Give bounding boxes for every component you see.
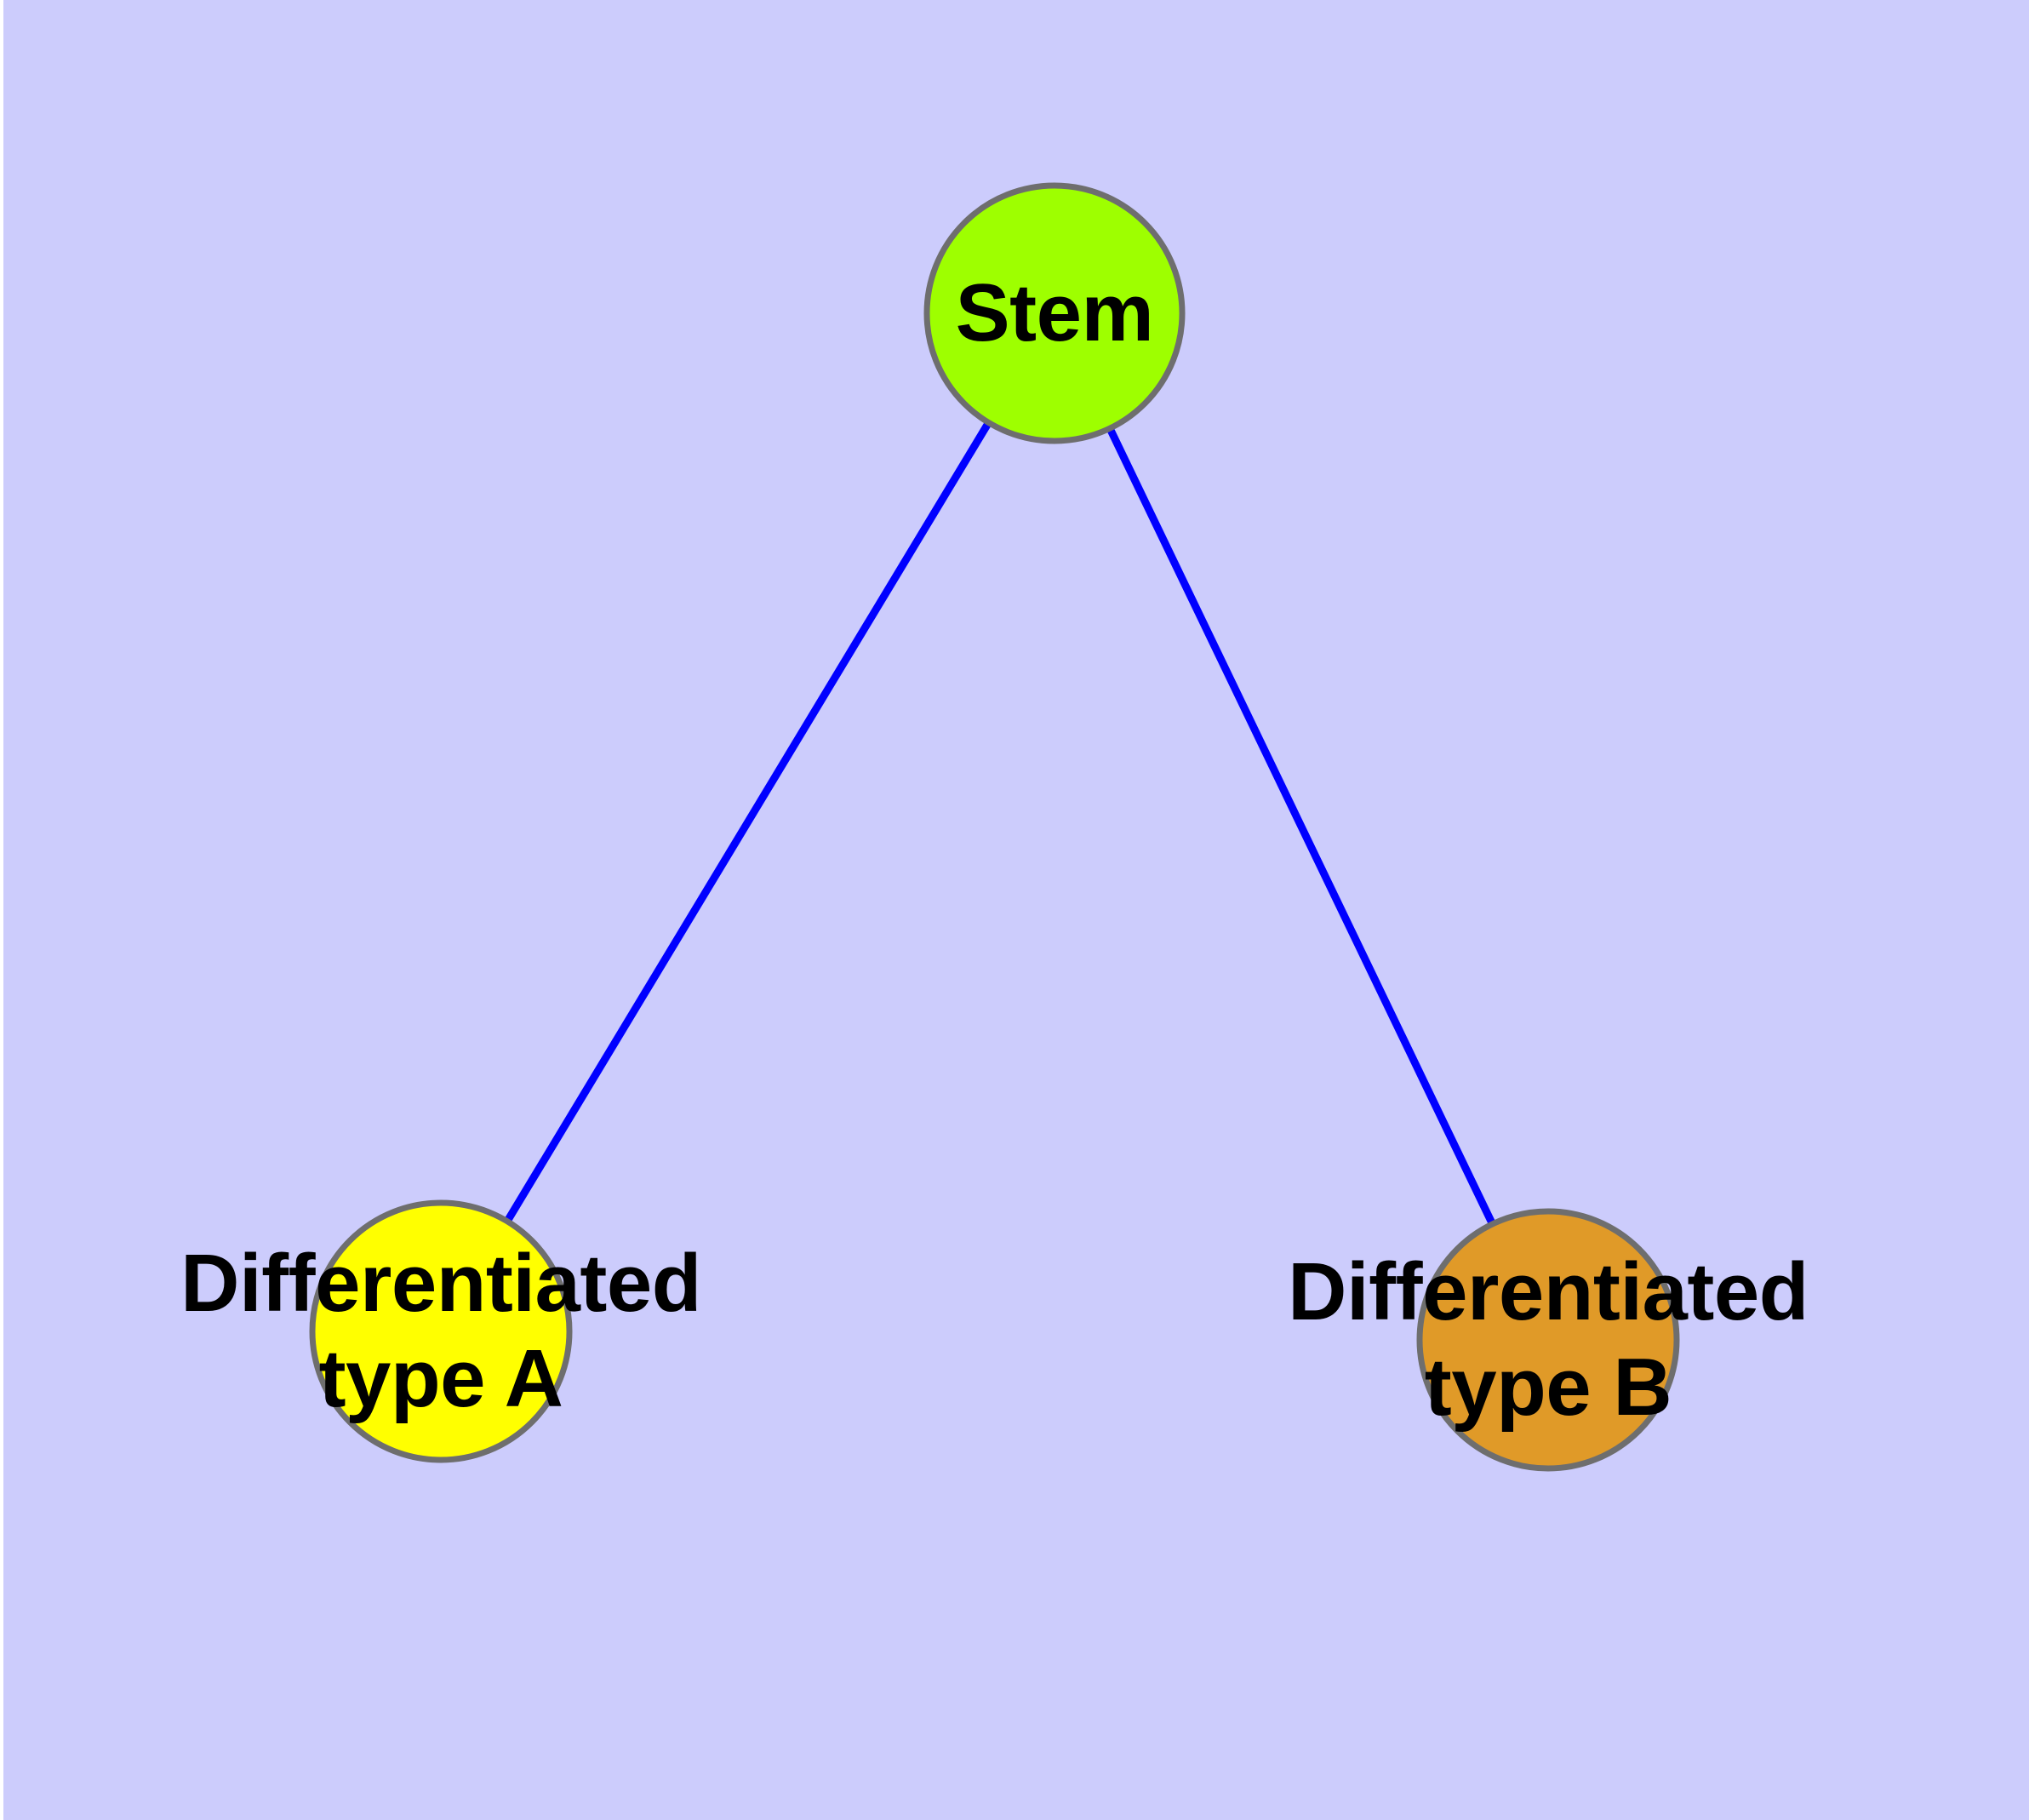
node-stem[interactable] [923, 182, 1186, 444]
node-layer [309, 182, 1680, 1472]
edge-stem-to-diff-b[interactable] [1106, 425, 1497, 1228]
edge-layer [503, 419, 1497, 1228]
node-differentiated-type-a[interactable] [309, 1199, 573, 1463]
node-differentiated-type-b[interactable] [1416, 1208, 1680, 1472]
edge-stem-to-diff-a[interactable] [503, 419, 993, 1225]
